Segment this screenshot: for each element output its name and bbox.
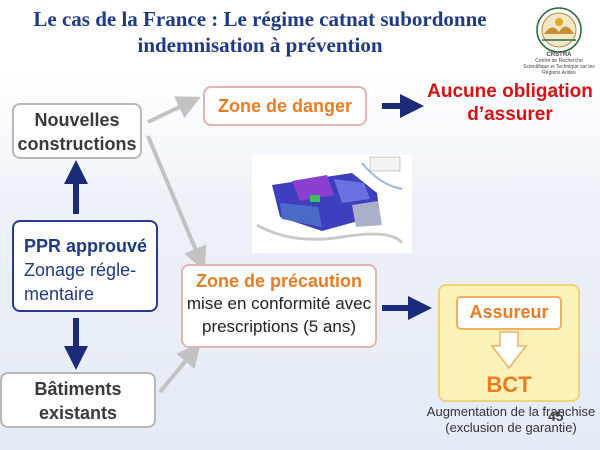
precaution-zone-box: Zone de précaution mise en conformité av… (181, 264, 377, 348)
ppr-line1: Zonage régle- (24, 260, 137, 280)
precaution-zone-line1: mise en conformité avec (186, 294, 372, 313)
arrow-existing-to-precaution (158, 342, 201, 394)
ppr-box: PPR approuvé Zonage régle- mentaire (12, 220, 158, 312)
logo-caption: CRSTRA Centre de Recherche Scientifique … (522, 52, 596, 76)
existing-buildings-line1: Bâtiments (34, 379, 122, 399)
danger-zone-label: Zone de danger (217, 96, 352, 116)
ppr-line2: mentaire (24, 284, 95, 304)
danger-zone-box: Zone de danger (203, 86, 367, 126)
logo-name: CRSTRA (546, 52, 572, 58)
arrow-new-to-precaution (146, 135, 207, 272)
precaution-zone-line2: prescriptions (5 ans) (201, 317, 356, 336)
franchise-note: Augmentation de la franchise (exclusion … (422, 404, 600, 436)
ppr-title: PPR approuvé (24, 236, 148, 256)
slide-title: Le cas de la France : Le régime catnat s… (0, 6, 520, 58)
arrow-new-to-danger (147, 96, 201, 124)
new-constructions-line1: Nouvelles (34, 110, 120, 130)
no-obligation-line2: d’assurer (467, 104, 553, 125)
page-number: 45 (548, 408, 564, 424)
bct-label: BCT (486, 372, 532, 397)
logo-subtitle: Centre de Recherche Scientifique et Tech… (523, 58, 595, 76)
franchise-line2: (exclusion de garantie) (445, 420, 577, 435)
slide-title-line1: Le cas de la France : Le régime catnat s… (33, 7, 487, 31)
new-constructions-line2: constructions (17, 134, 137, 154)
crstra-logo (536, 7, 582, 53)
existing-buildings-box: Bâtiments existants (0, 372, 156, 428)
slide-title-line2: indemnisation à prévention (137, 33, 383, 57)
insurer-box: Assureur (456, 296, 562, 330)
franchise-line1: Augmentation de la franchise (426, 404, 596, 419)
new-constructions-box: Nouvelles constructions (12, 103, 142, 159)
insurer-label: Assureur (469, 302, 549, 322)
precaution-zone-title: Zone de précaution (195, 271, 363, 291)
existing-buildings-line2: existants (38, 403, 118, 423)
no-obligation-text: Aucune obligation d’assurer (420, 80, 600, 126)
no-obligation-line1: Aucune obligation (427, 81, 593, 102)
zoning-map (252, 155, 412, 253)
